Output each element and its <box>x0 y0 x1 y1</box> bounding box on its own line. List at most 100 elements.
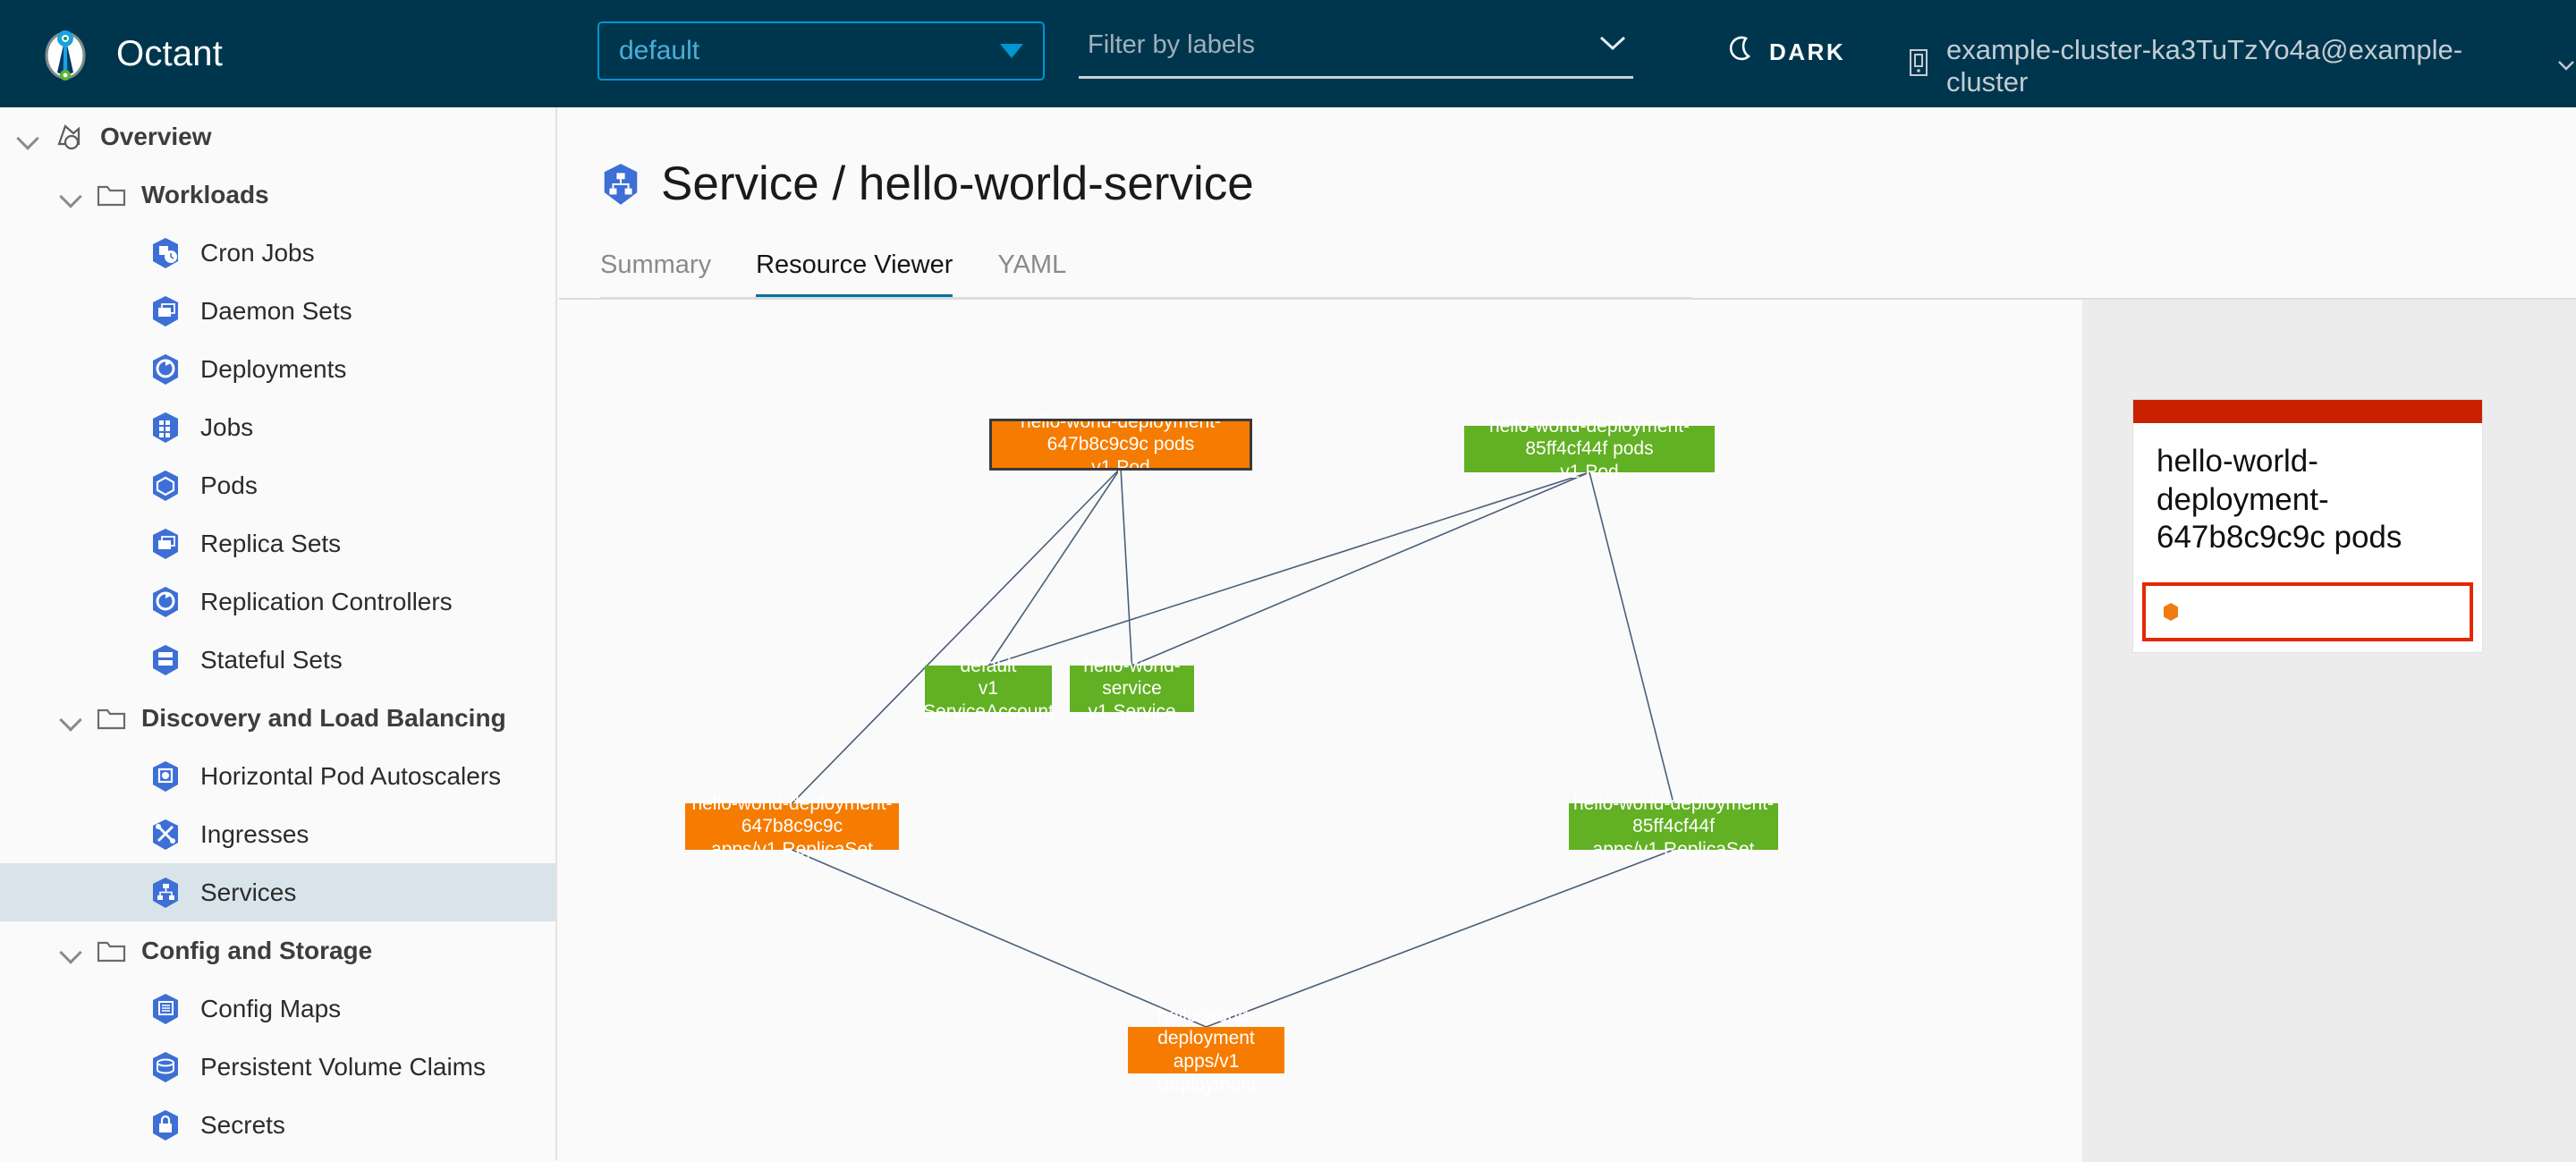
folder-icon <box>97 937 127 964</box>
detail-card-body: hello-world-deployment-647b8c9c9c pods <box>2133 423 2482 570</box>
sidebar-item-horizontal-pod-autoscalers[interactable]: Horizontal Pod Autoscalers <box>0 747 555 805</box>
theme-toggle-label: DARK <box>1769 38 1846 65</box>
sidebar-item-label: Services <box>200 878 297 906</box>
graph-node-name: hello-world-deployment-85ff4cf44f <box>1572 793 1775 837</box>
sidebar-item-services[interactable]: Services <box>0 863 555 921</box>
sidebar-item-label: Workloads <box>141 180 269 208</box>
sidebar-item-workloads[interactable]: Workloads <box>0 165 555 224</box>
graph-node-name: default <box>960 655 1017 676</box>
graph-node-kind: apps/v1 ReplicaSet <box>711 838 873 860</box>
graph-node-kind: v1 Pod <box>1091 456 1150 478</box>
hexagon-warning-icon <box>2162 602 2180 622</box>
k8s-pvc-icon <box>150 1051 181 1083</box>
k8s-pod-icon <box>150 470 181 502</box>
sidebar-item-replica-sets[interactable]: Replica Sets <box>0 514 555 573</box>
page-title: Service / hello-world-service <box>600 157 2576 211</box>
k8s-configmap-icon <box>150 993 181 1025</box>
sidebar-item-persistent-volume-claims[interactable]: Persistent Volume Claims <box>0 1038 555 1096</box>
graph-node-kind: apps/v1 Deployment <box>1156 1051 1257 1095</box>
sidebar-item-label: Config Maps <box>200 994 342 1022</box>
sidebar-item-label: Deployments <box>200 354 347 383</box>
graph-node-name: hello-world-deployment-647b8c9c9c pods <box>1020 411 1222 455</box>
sidebar-item-label: Stateful Sets <box>200 645 343 674</box>
graph-node-kind: v1 Pod <box>1560 461 1619 482</box>
graph-node-name: hello-world-deployment <box>1157 1005 1255 1049</box>
sidebar-item-config-and-storage[interactable]: Config and Storage <box>0 921 555 980</box>
sidebar-item-label: Replication Controllers <box>200 587 453 615</box>
sidebar-item-replication-controllers[interactable]: Replication Controllers <box>0 573 555 631</box>
chevron-down-icon[interactable] <box>55 936 86 966</box>
tab-summary[interactable]: Summary <box>600 250 712 279</box>
tab-resource-viewer[interactable]: Resource Viewer <box>756 250 953 299</box>
sidebar-item-discovery-and-load-balancing[interactable]: Discovery and Load Balancing <box>0 689 555 747</box>
k8s-cronjob-icon <box>150 237 181 269</box>
sidebar-item-secrets[interactable]: Secrets <box>0 1096 555 1154</box>
chevron-down-icon[interactable] <box>55 703 86 734</box>
label-filter-input[interactable]: Filter by labels <box>1079 23 1633 79</box>
sidebar-item-label: Ingresses <box>200 819 309 848</box>
namespace-value: default <box>619 36 700 65</box>
sidebar-item-jobs[interactable]: Jobs <box>0 398 555 456</box>
sidebar-item-deployments[interactable]: Deployments <box>0 340 555 398</box>
page-title-text: Service / hello-world-service <box>661 157 1254 210</box>
namespace-select[interactable]: default <box>597 21 1045 81</box>
k8s-replicaset-icon <box>150 528 181 560</box>
moon-icon <box>1726 34 1757 70</box>
graph-edge <box>1589 471 1674 804</box>
sidebar-item-config-maps[interactable]: Config Maps <box>0 980 555 1038</box>
sidebar-item-daemon-sets[interactable]: Daemon Sets <box>0 282 555 340</box>
graph-node-name: hello-world-deployment-85ff4cf44f pods <box>1488 415 1690 460</box>
sidebar-item-overview[interactable]: Overview <box>0 107 555 165</box>
cluster-selector[interactable]: example-cluster-ka3TuTzYo4a@example-clus… <box>1905 34 2576 98</box>
k8s-deployment-icon <box>150 353 181 386</box>
main-content: Service / hello-world-service Summary Re… <box>559 107 2576 1162</box>
sidebar-item-label: Horizontal Pod Autoscalers <box>200 761 502 790</box>
graph-edge <box>791 467 1122 804</box>
sidebar-item-ingresses[interactable]: Ingresses <box>0 805 555 863</box>
resource-detail-card[interactable]: hello-world-deployment-647b8c9c9c pods <box>2133 400 2482 653</box>
sidebar-item-pods[interactable]: Pods <box>0 456 555 514</box>
sidebar-item-cron-jobs[interactable]: Cron Jobs <box>0 224 555 282</box>
detail-card-status-box[interactable] <box>2142 582 2473 642</box>
chevron-down-icon[interactable] <box>55 180 86 210</box>
tab-bar[interactable]: Summary Resource Viewer YAML <box>600 247 2576 299</box>
tab-yaml[interactable]: YAML <box>997 250 1067 279</box>
chevron-down-icon[interactable] <box>13 122 43 152</box>
graph-edge <box>987 471 1590 666</box>
brand-name: Octant <box>116 33 224 73</box>
sidebar-item-stateful-sets[interactable]: Stateful Sets <box>0 631 555 689</box>
sidebar-item-label: Discovery and Load Balancing <box>141 703 506 732</box>
k8s-job-icon <box>150 411 181 444</box>
k8s-ingress-icon <box>150 818 181 851</box>
octant-logo-icon <box>38 26 93 81</box>
chevron-down-icon <box>1000 44 1023 58</box>
graph-node-kind: v1 ServiceAccount <box>923 678 1054 722</box>
graph-edge <box>792 849 1207 1028</box>
graph-edge <box>1206 849 1674 1028</box>
k8s-daemonset-icon <box>150 295 181 327</box>
graph-node-kind: apps/v1 ReplicaSet <box>1592 838 1755 860</box>
chevron-down-icon <box>2556 55 2576 78</box>
sidebar-item-label: Overview <box>100 122 212 150</box>
k8s-replicationcontroller-icon <box>150 586 181 618</box>
chevron-down-icon[interactable] <box>1597 33 1628 57</box>
sidebar-item-label: Jobs <box>200 412 254 441</box>
k8s-service-icon <box>600 163 641 206</box>
detail-panel: hello-world-deployment-647b8c9c9c pods <box>2082 300 2576 1162</box>
theme-toggle[interactable]: DARK <box>1726 34 1845 70</box>
label-filter-placeholder: Filter by labels <box>1088 30 1255 59</box>
detail-card-title: hello-world-deployment-647b8c9c9c pods <box>2157 444 2402 556</box>
sidebar-item-label: Persistent Volume Claims <box>200 1052 487 1081</box>
brand[interactable]: Octant <box>38 26 223 81</box>
top-header: Octant default Filter by labels DARK exa… <box>0 0 2576 107</box>
k8s-statefulset-icon <box>150 644 181 676</box>
